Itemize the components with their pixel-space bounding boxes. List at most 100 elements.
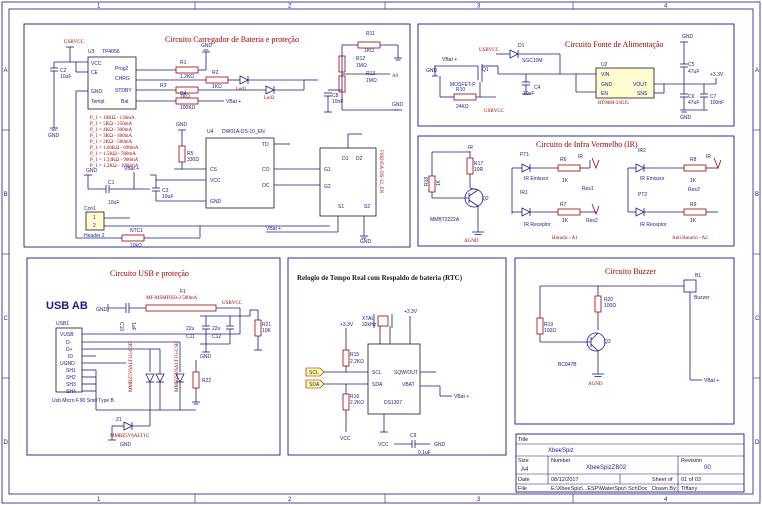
c9-gnd-label: GND <box>434 442 446 448</box>
led1-ref: Led1 <box>236 87 247 92</box>
r21-resistor <box>254 319 262 337</box>
ir-vcc-label: IR <box>468 145 473 151</box>
r11-ref: R11 <box>366 31 375 37</box>
svg-text:3: 3 <box>477 497 481 503</box>
c1-value: 10uF <box>108 200 119 206</box>
c6-value: 47uF <box>688 100 699 106</box>
q2-ref: Q2 <box>482 196 489 202</box>
r20-resistor <box>594 295 602 313</box>
c10-value: 1uF <box>130 322 136 331</box>
number-label: Number <box>551 458 571 464</box>
revision-value: 00 <box>704 465 711 471</box>
svg-text:GND: GND <box>86 168 98 174</box>
drawn-value: Tiffany <box>681 486 697 492</box>
r17-value: 10R <box>474 167 484 173</box>
r17-resistor <box>466 157 474 175</box>
sheet-inner-border <box>8 8 754 495</box>
z1-ref: Z1 <box>116 417 122 423</box>
r8-resistor <box>683 164 707 172</box>
zone-col-1: 1 <box>97 4 101 10</box>
svg-text:GND: GND <box>200 354 212 360</box>
svg-text:P_1 = 1.66KΩ - 690mA: P_1 = 1.66KΩ - 690mA <box>90 146 139 151</box>
pt1-ref: PT1 <box>520 152 529 158</box>
c7-value: 100nF <box>710 100 724 106</box>
svg-text:SH1: SH1 <box>66 368 76 374</box>
r20-value: 100Ω <box>604 303 616 309</box>
ir-title: Circuito de Infra Vermelho (IR) <box>536 140 638 149</box>
svg-text:VCC: VCC <box>210 178 221 184</box>
q1-ref: Q1 <box>482 67 489 73</box>
power-usbvcc-label: USBVCC <box>479 48 500 53</box>
conn-ref: Con1 <box>84 206 96 212</box>
u2-regulator <box>595 67 655 99</box>
usb-connector <box>55 327 83 393</box>
pt2-receiver <box>635 207 645 217</box>
r22-ref: R22 <box>202 378 211 384</box>
ds1307-chip <box>367 343 421 415</box>
res1-symbol <box>591 157 600 170</box>
r9-resistor <box>683 208 707 216</box>
usb-connector-label: Usb Micro F.90 Smd Type B <box>52 398 115 404</box>
c11-ref: C11 <box>186 334 195 340</box>
r15-value: 2.2KΩ <box>350 359 364 365</box>
r1-ref: R1 <box>180 60 187 66</box>
svg-text:D2: D2 <box>356 156 363 162</box>
scl-port-label: SCL <box>309 370 319 376</box>
conn-header <box>85 211 105 231</box>
svg-text:P_1 = 10KΩ - 130mA: P_1 = 10KΩ - 130mA <box>90 116 135 121</box>
svg-text:SH2: SH2 <box>66 375 76 381</box>
zone-row-b: B <box>4 192 8 198</box>
svg-text:GND: GND <box>601 82 613 88</box>
c10-ref: C10 <box>118 322 124 331</box>
svg-text:GND: GND <box>682 34 694 40</box>
svg-text:B: B <box>755 192 759 198</box>
r13-value: 1MΩ <box>366 78 377 84</box>
r8-value: 1K <box>690 178 697 184</box>
r5-ref: R5 <box>187 151 194 157</box>
svg-text:VCC: VCC <box>91 61 102 67</box>
c12-ref: C12 <box>212 334 221 340</box>
r6-value: 1K <box>562 178 569 184</box>
z1-part: MMBZ5V6ALT1G <box>110 434 150 439</box>
title-label: Title <box>518 437 528 443</box>
u4-ic <box>205 137 275 209</box>
power-block: Circuito Fonte de Alimentação VBat + USB… <box>417 23 735 127</box>
r11-value: 1KΩ <box>364 48 374 54</box>
rtc-vcc-label-bottom: VCC <box>378 442 389 448</box>
number-value: XbeeSpizZB02 <box>586 465 627 471</box>
charger-usbvcc-label: USBVCC <box>64 40 85 45</box>
r21-value: 10K <box>262 328 272 334</box>
ir2-label: IR Emissor <box>640 176 665 182</box>
r2-value: 1KΩ <box>212 84 222 90</box>
svg-text:S2: S2 <box>364 204 370 210</box>
svg-text:SQW/OUT: SQW/OUT <box>394 370 418 376</box>
svg-text:2: 2 <box>288 497 292 503</box>
svg-text:GND: GND <box>96 307 108 313</box>
svg-text:GND: GND <box>426 68 438 74</box>
power-vbat-label: VBat + <box>442 57 457 63</box>
svg-text:P_1 = 4KΩ - 300mA: P_1 = 4KΩ - 300mA <box>90 128 132 133</box>
zone-row-a: A <box>4 68 8 74</box>
r16-ref: R16 <box>350 394 359 400</box>
usb-block: Circuito USB e proteção USB AB USB1 VUSB… <box>26 257 281 456</box>
r10-ref: R10 <box>456 87 465 93</box>
ir-block: Circuito de Infra Vermelho (IR) IR R17 1… <box>417 135 735 247</box>
fs8205-mosfet <box>319 147 377 217</box>
ntc-ref: NTC1 <box>130 228 143 234</box>
svg-text:STDBY: STDBY <box>115 88 132 94</box>
u2-ref: U2 <box>601 62 608 68</box>
file-value: E:\XbeeSpiz\...ESP\WaterSpiz\ SchDoc <box>551 486 648 492</box>
c5-value: 47uF <box>688 69 699 75</box>
r15-ref: R15 <box>350 352 359 358</box>
svg-text:GND: GND <box>360 239 372 245</box>
ir2-ref: IR2 <box>638 148 646 154</box>
c4-ref: C4 <box>534 85 541 91</box>
b1-label: Buzzer <box>694 295 710 301</box>
r10-resistor <box>453 93 477 101</box>
svg-text:P_1 = 1.2KΩ - 1000mA: P_1 = 1.2KΩ - 1000mA <box>90 164 139 169</box>
b1-ref: B1 <box>695 273 701 279</box>
svg-text:D-: D- <box>66 340 72 346</box>
ds1307-part: DS1307 <box>384 400 402 406</box>
title-value: XbeeSpiz <box>548 448 574 454</box>
sheet-value: 01 of 03 <box>681 477 701 483</box>
